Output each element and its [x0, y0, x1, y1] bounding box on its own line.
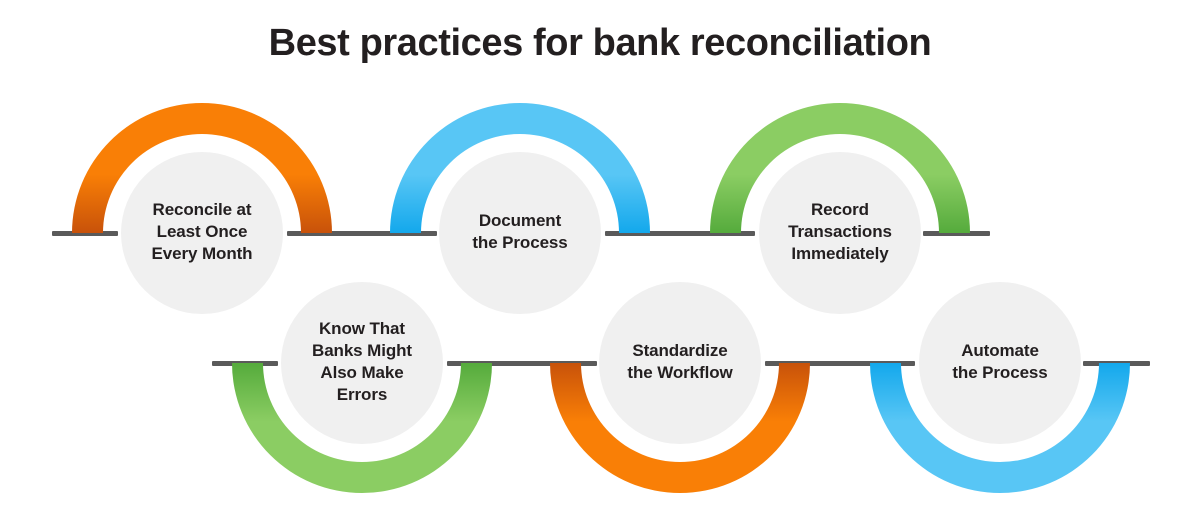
- disc-standardize-workflow: [599, 282, 761, 444]
- label-line: Record: [811, 200, 869, 219]
- disc-bank-errors: [281, 282, 443, 444]
- label-line: Transactions: [788, 222, 892, 241]
- arc-bank-errors: [232, 233, 492, 493]
- label-line: Immediately: [791, 244, 889, 263]
- rule-top-left: [52, 231, 118, 236]
- label-line: the Workflow: [627, 363, 733, 382]
- label-document-process: Document the Process: [434, 210, 606, 254]
- rule-top-right: [923, 231, 990, 236]
- arc-document-process: [390, 103, 650, 363]
- disc-automate-process: [919, 282, 1081, 444]
- arc-standardize-workflow: [550, 233, 810, 493]
- arc-automate-process: [870, 233, 1130, 493]
- disc-reconcile-monthly: [121, 152, 283, 314]
- arc-reconcile-monthly: [72, 103, 332, 363]
- label-line: Document: [478, 211, 562, 230]
- rule-top-2: [605, 231, 755, 236]
- disc-record-transactions: [759, 152, 921, 314]
- rule-top-1: [287, 231, 437, 236]
- label-line: Standardize: [632, 341, 728, 360]
- arc-record-transactions: [710, 103, 970, 363]
- rule-bottom-1: [447, 361, 597, 366]
- label-standardize-workflow: Standardize the Workflow: [594, 340, 766, 384]
- label-line: Banks Might: [312, 341, 412, 360]
- label-automate-process: Automate the Process: [914, 340, 1086, 384]
- label-line: the Process: [472, 233, 568, 252]
- label-line: Also Make: [320, 363, 404, 382]
- page-title: Best practices for bank reconciliation: [268, 22, 932, 64]
- label-line: Least Once: [156, 222, 248, 241]
- rule-bottom-2: [765, 361, 915, 366]
- label-line: Every Month: [151, 244, 253, 263]
- label-line: Automate: [961, 341, 1039, 360]
- label-line: Errors: [336, 385, 388, 404]
- label-line: the Process: [952, 363, 1048, 382]
- label-line: Reconcile at: [152, 200, 252, 219]
- disc-document-process: [439, 152, 601, 314]
- label-line: Know That: [319, 319, 405, 338]
